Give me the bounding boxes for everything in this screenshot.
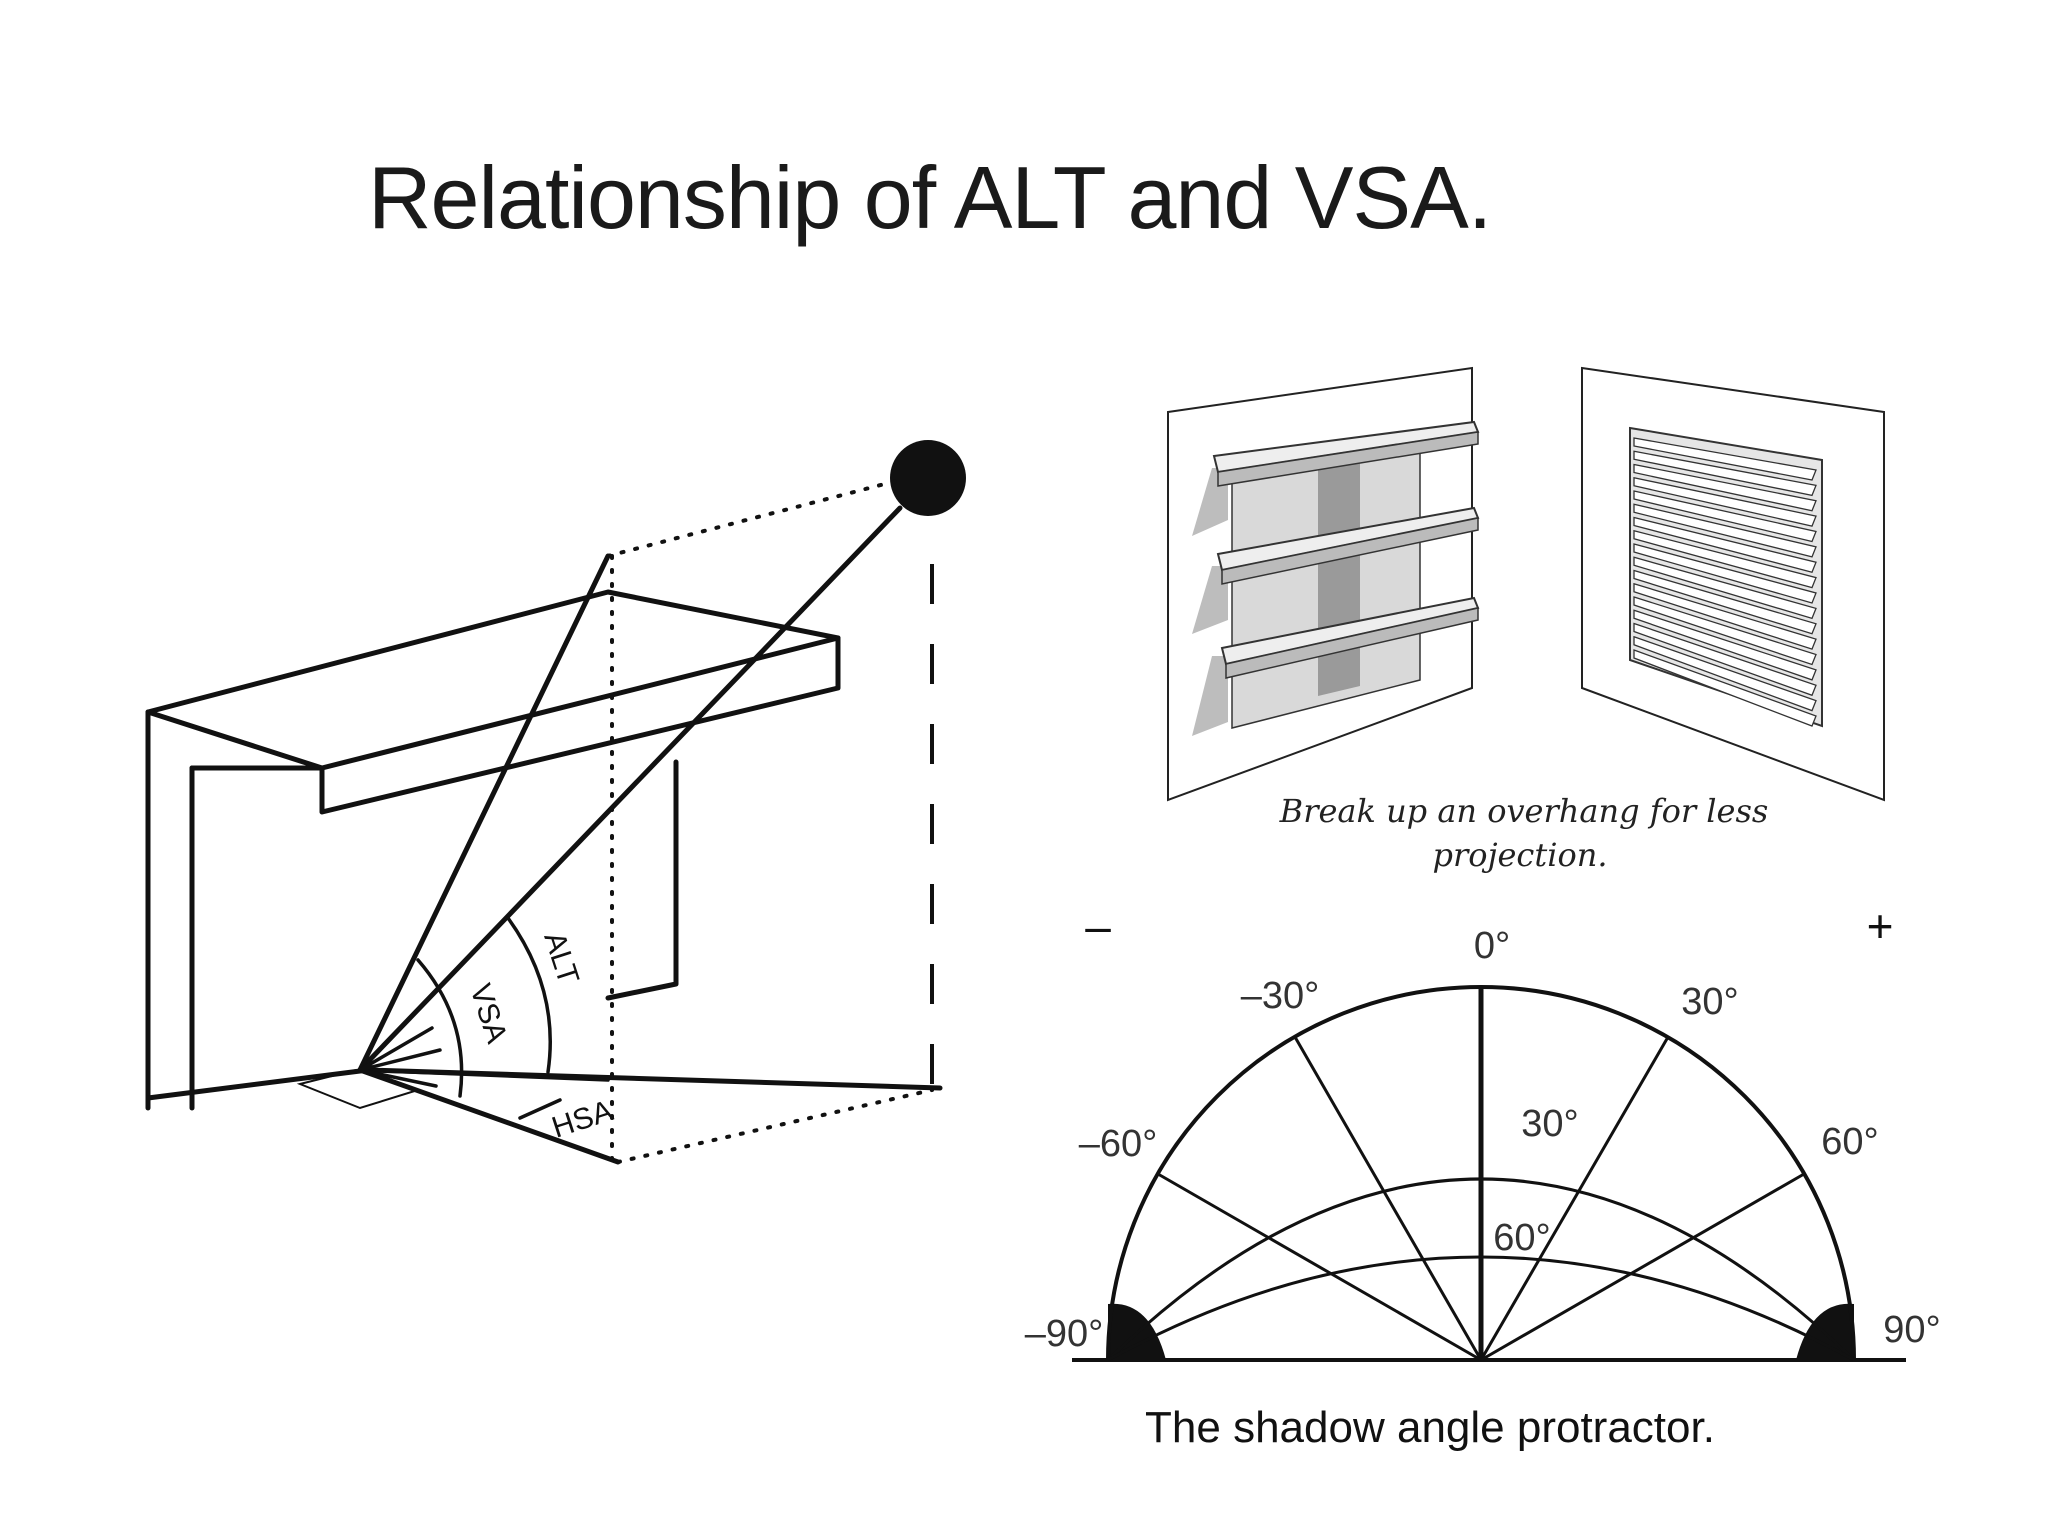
plus-sign: + — [1867, 900, 1894, 952]
label-neg30deg: –30° — [1241, 975, 1320, 1017]
label-neg60deg: –60° — [1079, 1123, 1158, 1165]
overhang-caption-line2: projection. — [1433, 836, 1608, 874]
louver-slat — [1633, 635, 1817, 712]
label-pos90deg: 90° — [1883, 1309, 1940, 1351]
overhang-shelf-3-edge — [1225, 607, 1479, 679]
vsa-arc — [416, 958, 464, 1098]
shelf-shadow-3 — [1192, 656, 1228, 736]
page-title: Relationship of ALT and VSA. — [368, 148, 1491, 247]
hsa-arc — [518, 1098, 562, 1120]
minus-sign: – — [1085, 900, 1111, 952]
louver-slat — [1633, 516, 1817, 574]
wall-base — [145, 1067, 371, 1101]
dotted-ground-line — [616, 1088, 934, 1164]
shelf-shadow-2 — [1192, 566, 1228, 634]
louver-slat — [1633, 463, 1817, 512]
overhang-illustration: Break up an overhang for less projection… — [1167, 366, 1885, 874]
louver-slat — [1633, 490, 1817, 543]
hsa-line — [357, 1067, 621, 1165]
louver-slat — [1633, 503, 1817, 558]
louver-slat — [1633, 437, 1817, 481]
protractor-caption: The shadow angle protractor. — [1145, 1403, 1715, 1452]
window-shadow-band — [1318, 452, 1360, 696]
label-vsa30: 30° — [1521, 1103, 1578, 1145]
louver-slat — [1633, 582, 1817, 650]
louver-slat — [1633, 569, 1817, 635]
louver-slat — [1633, 543, 1817, 604]
louver-slat — [1633, 556, 1817, 620]
vsa-label: VSA — [463, 980, 513, 1047]
ray-fan-ticks — [358, 1026, 442, 1088]
radial-neg60 — [1157, 1172, 1482, 1362]
vsa-projection-line — [357, 553, 611, 1073]
radial-neg30 — [1293, 1036, 1483, 1361]
label-vsa60: 60° — [1493, 1217, 1550, 1259]
window-opening — [605, 759, 679, 1001]
radial-pos60 — [1480, 1172, 1805, 1362]
label-neg90deg: –90° — [1025, 1313, 1104, 1355]
overhang-shelf-1-edge — [1217, 431, 1479, 487]
label-pos30deg: 30° — [1681, 981, 1738, 1023]
alt-arc — [506, 916, 552, 1074]
radial-pos30 — [1479, 1036, 1670, 1361]
louver-slat — [1633, 529, 1817, 589]
sun-ray — [357, 505, 903, 1073]
horizontal-reference — [358, 1068, 610, 1082]
louver-slat — [1633, 609, 1817, 681]
label-pos60deg: 60° — [1821, 1121, 1878, 1163]
alt-label: ALT — [537, 928, 585, 988]
overhang-shelf-2-edge — [1221, 517, 1479, 585]
dotted-top-line — [606, 478, 902, 558]
louver-slat — [1633, 596, 1817, 666]
louver-slat — [1633, 649, 1817, 727]
louver-slat — [1633, 450, 1817, 497]
sun-icon — [890, 440, 966, 516]
louver-slat — [1633, 476, 1817, 527]
overhang-caption-line1: Break up an overhang for less — [1279, 792, 1769, 830]
overhang-slab — [145, 589, 841, 815]
shadow-angle-protractor: – + 0° –30° 30° –60° 60° –90° 90° 30° 60… — [1025, 900, 1941, 1452]
label-0deg: 0° — [1474, 925, 1510, 967]
louver-slats — [1633, 437, 1817, 727]
louver-slat — [1633, 622, 1817, 697]
sun-angle-diagram: ALT VSA HSA — [145, 440, 966, 1165]
